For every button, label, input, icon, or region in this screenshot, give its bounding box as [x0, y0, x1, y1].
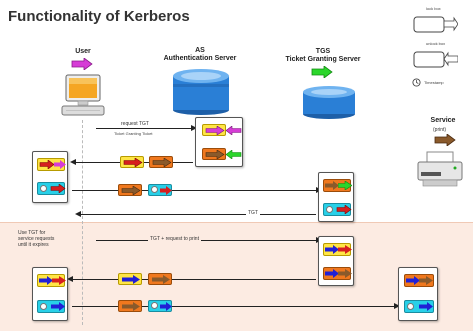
tgs-to-user-tgt-arrowhead: [75, 211, 81, 217]
magenta-lock-arrow-icon: [205, 126, 225, 135]
tgs2-blue-arrow-icon: [325, 269, 339, 278]
service-arrow-icon: [434, 134, 456, 146]
user-to-service-arrowhead: [394, 303, 400, 309]
legend-lock-box-label: lock box: [426, 6, 441, 11]
row1-red-lock-icon: [123, 158, 143, 167]
diagram-title: Functionality of Kerberos: [8, 8, 190, 25]
row1-brown-lock-icon: [152, 158, 172, 167]
as-title: AS: [195, 47, 205, 54]
brown-lock-arrow-icon: [205, 150, 225, 159]
tgs-subtitle: Ticket Granting Server: [285, 56, 361, 63]
row5-brown-lock-icon: [152, 275, 170, 284]
row2-brown-lock-icon: [121, 186, 141, 195]
legend: lock box unlock box Timestamp: [400, 4, 470, 94]
tgs-to-user-tgt-arrow: [80, 214, 316, 215]
row6-blue-arrow-icon: [160, 302, 172, 311]
tgs-to-user-arrow-2: [72, 279, 316, 280]
tgs-to-user-arrowhead-2: [67, 276, 73, 282]
user-red-arrow-icon: [50, 184, 66, 193]
tgs2-red-arrow-icon: [338, 245, 352, 254]
tgs-green-lock-icon: [338, 181, 352, 190]
unlock-box-icon: [413, 51, 458, 68]
note-line-3: until it expires: [18, 242, 49, 248]
computer-icon: [61, 74, 105, 116]
user-to-service-arrow: [72, 306, 394, 307]
tgs-red-arrow-icon: [336, 205, 352, 214]
timestamp-icon: [412, 78, 421, 87]
as-to-user-arrowhead-1: [70, 159, 76, 165]
note-line-2: service requests: [18, 236, 55, 242]
legend-unlock-box-label: unlock box: [426, 41, 446, 46]
service-blue-arrow-icon: [419, 302, 433, 311]
tgs-server-icon: [303, 86, 355, 119]
tgs2-blue-lock-icon: [325, 245, 339, 254]
tgs-title: TGS: [315, 48, 331, 55]
tgs-box-bottom: [318, 236, 354, 286]
user2-timestamp-icon: [40, 303, 47, 310]
service-subtitle: (print): [433, 127, 447, 133]
row6-timestamp-icon: [151, 302, 158, 309]
service-box: [398, 267, 438, 321]
row2-red-lock-icon: [160, 186, 172, 195]
user-timestamp-icon: [40, 185, 47, 192]
legend-timestamp-label: Timestamp: [424, 80, 444, 85]
user-label: User: [75, 48, 91, 55]
user-to-tgs-arrow-1: [72, 190, 316, 191]
tgt-label: TGT: [246, 210, 260, 216]
tgs-box-top: [318, 172, 354, 222]
service-timestamp-icon: [407, 303, 414, 310]
request-tgt-label: request TGT: [119, 121, 151, 127]
as-response-box: [195, 117, 243, 167]
note-line-1: Use TGT for: [18, 230, 46, 236]
request-tgt-arrow: [96, 128, 192, 129]
row6-brown-lock-icon: [122, 302, 140, 311]
user-box-bottom: [32, 267, 68, 321]
user2-blue-lock-icon: [39, 276, 53, 285]
user-lifeline: [82, 120, 83, 325]
service-title: Service: [430, 117, 456, 124]
lock-box-icon: [413, 16, 458, 33]
as-server-icon: [173, 69, 229, 115]
row5-blue-lock-icon: [122, 275, 140, 284]
tgt-request-print-arrow: [96, 240, 316, 241]
tgs-timestamp-icon: [326, 206, 333, 213]
service-blue-lock-icon: [406, 276, 420, 285]
user2-red-arrow-icon: [52, 276, 66, 285]
tgs-brown-lock-icon: [325, 181, 339, 190]
tgs2-brown-arrow-icon: [338, 269, 352, 278]
printer-icon: [417, 151, 463, 187]
green-unlock-arrow-icon: [226, 150, 242, 159]
request-tgt-sublabel: Ticket Granting Ticket: [114, 131, 153, 136]
user-arrow-icon: [71, 58, 93, 70]
request-tgt-arrowhead: [191, 125, 197, 131]
tgt-request-print-label: TGT + request to print: [148, 236, 201, 242]
magenta-unlock-arrow-icon: [226, 126, 242, 135]
user-red-lock-icon: [39, 160, 55, 169]
row2-timestamp-icon: [151, 186, 158, 193]
as-subtitle: Authentication Server: [163, 55, 237, 62]
tgs-arrow-icon: [311, 66, 333, 78]
user2-blue-arrow-icon: [51, 302, 65, 311]
user-box-top: [32, 151, 68, 203]
user-magenta-arrow-icon: [54, 160, 66, 169]
service-brown-arrow-icon: [419, 276, 433, 285]
